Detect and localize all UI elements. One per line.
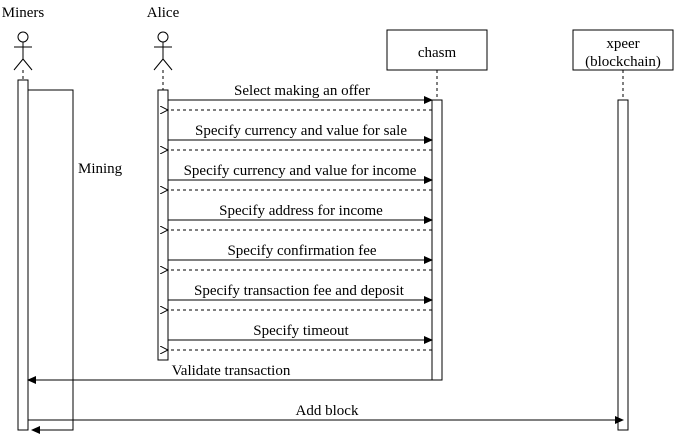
chasm-activation <box>431 99 443 381</box>
message-0: Select making an offer <box>168 83 433 110</box>
mining-self-message: Mining <box>28 89 123 434</box>
message-label: Specify confirmation fee <box>227 243 376 259</box>
message-label: Specify transaction fee and deposit <box>194 283 405 299</box>
alice-label: Alice <box>147 5 180 21</box>
alice-actor: Alice <box>147 5 180 71</box>
message-label: Validate transaction <box>172 363 291 379</box>
mining-loop-arrow <box>28 89 74 434</box>
alice-activation <box>157 89 169 361</box>
xpeer-label: xpeer <box>606 36 639 52</box>
xpeer-participant: xpeer (blockchain) <box>572 29 674 71</box>
message-label: Specify timeout <box>253 323 349 339</box>
message-3: Specify address for income <box>168 203 433 230</box>
message-label: Specify currency and value for sale <box>195 123 407 139</box>
message-4: Specify confirmation fee <box>168 243 433 270</box>
message-label: Add block <box>296 403 359 419</box>
message-5: Specify transaction fee and deposit <box>168 283 433 310</box>
message-2: Specify currency and value for income <box>168 163 433 190</box>
message-label: Specify address for income <box>219 203 383 219</box>
mining-label: Mining <box>78 161 123 177</box>
message-label: Specify currency and value for income <box>184 163 417 179</box>
message-add-block: Add block <box>28 403 624 424</box>
xpeer-sublabel: (blockchain) <box>585 54 661 70</box>
miners-actor: Miners <box>2 5 45 71</box>
message-6: Specify timeout <box>168 323 433 350</box>
miners-label: Miners <box>2 5 45 21</box>
message-1: Specify currency and value for sale <box>168 123 433 150</box>
message-validate: Validate transaction <box>27 363 442 384</box>
actor-icon <box>153 31 173 71</box>
message-label: Select making an offer <box>234 83 370 99</box>
chasm-participant: chasm <box>386 29 488 71</box>
miners-activation <box>17 79 29 431</box>
xpeer-activation <box>617 99 629 431</box>
actor-icon <box>13 31 33 71</box>
chasm-box <box>386 29 488 71</box>
chasm-label: chasm <box>418 45 457 61</box>
